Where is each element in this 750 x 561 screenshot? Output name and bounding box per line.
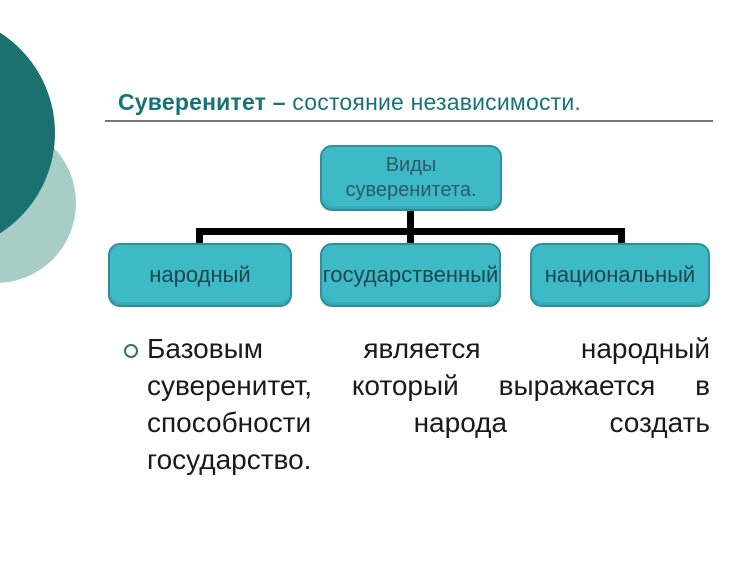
- connector-drop-right: [618, 228, 625, 244]
- title-definition: состояние независимости.: [285, 89, 582, 115]
- slide-title: Суверенитет – состояние независимости.: [118, 89, 581, 116]
- diagram-child-box-narodny: народный: [108, 243, 292, 307]
- body-line: Базовым является народный: [147, 333, 710, 364]
- diagram-child-label: национальный: [544, 262, 696, 287]
- diagram-root-label: Виды суверенитета.: [345, 154, 477, 201]
- title-term: Суверенитет –: [118, 89, 286, 115]
- diagram-child-label: государственный: [322, 262, 499, 287]
- diagram-child-box-natsionalny: национальный: [530, 243, 710, 307]
- title-underline: [105, 120, 713, 122]
- connector-stem: [407, 209, 414, 244]
- body-paragraph: Базовым является народный суверенитет, к…: [147, 330, 710, 478]
- body-line: суверенитет, который выражается в: [147, 370, 710, 401]
- diagram-root-box: Виды суверенитета.: [320, 145, 502, 211]
- diagram-child-box-gosudarstvenny: государственный: [320, 243, 501, 307]
- body-line: государство.: [147, 444, 312, 475]
- connector-drop-left: [196, 228, 203, 244]
- body-line: способности народа создать: [147, 407, 710, 438]
- connector-horizontal-bar: [196, 228, 625, 235]
- diagram-child-label: народный: [149, 262, 251, 287]
- bullet-circle-icon: [124, 344, 138, 358]
